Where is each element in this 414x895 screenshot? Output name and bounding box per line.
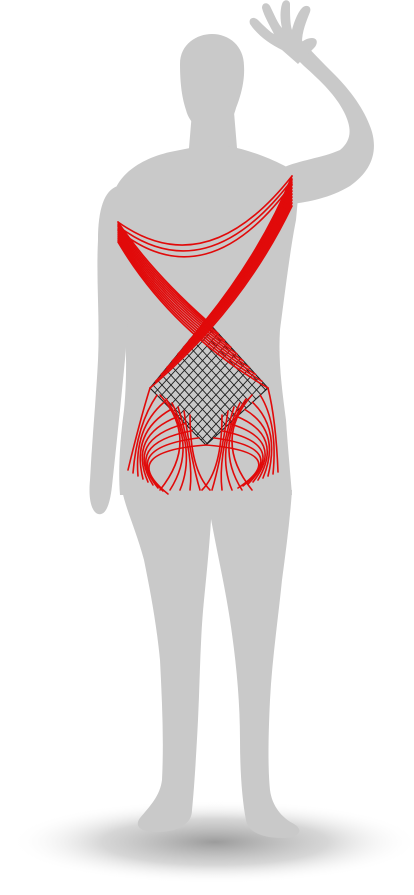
right-leg [206, 490, 299, 838]
floor-shadow [10, 800, 414, 884]
human-silhouette-icon [89, 0, 373, 838]
right-hand [250, 0, 317, 64]
left-leg [122, 490, 212, 832]
